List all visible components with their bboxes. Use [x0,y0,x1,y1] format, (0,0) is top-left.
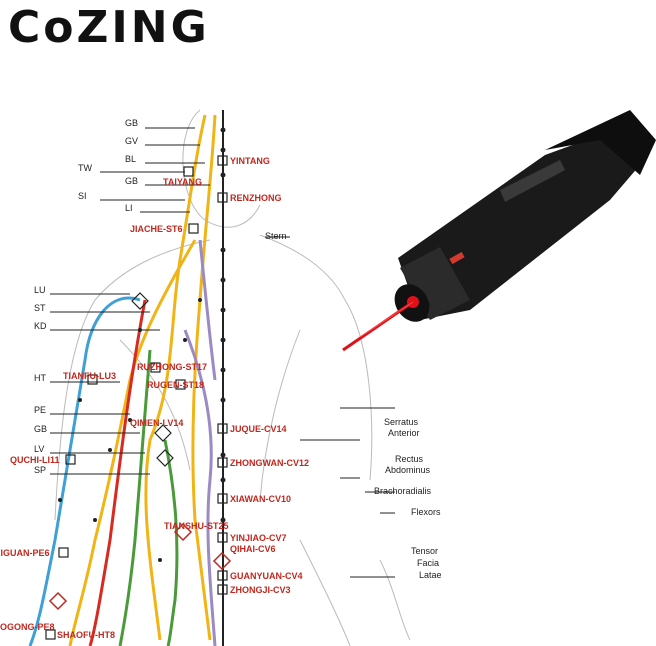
acupoint-label: ZHONGWAN-CV12 [230,458,310,468]
acupoint-label: LAOGONG-PE8 [0,622,55,632]
acupoint-label: JUQUE-CV14 [230,424,287,434]
meridian-label: GV [125,136,139,146]
acupoint-label: SHAOFU-HT8 [57,630,115,640]
meridian-label: GB [34,424,48,434]
meridian-label: GB [125,118,139,128]
acupoint-label: TAIYANG [163,177,203,187]
anatomy-label: Latae [419,570,442,580]
anatomy-label: Stern [265,231,287,241]
acupoint-label: QIMEN-LV14 [130,418,184,428]
acupoint-label: RENZHONG [230,193,282,203]
acupoint-label: XIAWAN-CV10 [230,494,292,504]
meridian-label: BL [125,154,137,164]
brand-logo: CoZING [8,2,210,53]
acupoint-label: TIANSHU-ST25 [164,521,229,531]
anatomy-label: Rectus [395,454,424,464]
meridian-label: ST [34,303,46,313]
acupoint-label: QIHAI-CV6 [230,544,276,554]
meridian-label: SP [34,465,47,475]
anatomy-label: Brachoradialis [374,486,432,496]
acupoint-label: NEIGUAN-PE6 [0,548,50,558]
meridian-label: GB [125,176,139,186]
meridian-label: LI [125,203,133,213]
acupoint-label: TIANFU-LU3 [63,371,116,381]
anatomy-label: Abdominus [385,465,431,475]
acupoint-label: YINTANG [230,156,270,166]
acupoint-label: YINJIAO-CV7 [230,533,287,543]
acupoint-label: RUGEN-ST18 [147,380,205,390]
anatomy-label: Anterior [388,428,420,438]
acupoint-label: QUCHI-LI11 [10,455,60,465]
anatomy-label: Serratus [384,417,419,427]
meridian-label: LU [34,285,46,295]
anatomy-label: Tensor [411,546,439,556]
meridian-label: PE [34,405,47,415]
acupoint-label: RUZHONG-ST17 [137,362,208,372]
meridian-label: TW [78,163,92,173]
acupoint-label: JIACHE-ST6 [130,224,183,234]
meridian-label: KD [34,321,47,331]
acupoint-label: GUANYUAN-CV4 [230,571,303,581]
anatomy-label: Facia [417,558,440,568]
laser-pointer-image [342,110,656,352]
anatomy-label: Flexors [411,507,441,517]
meridian-label: LV [34,444,45,454]
meridian-label: SI [78,191,87,201]
meridian-label: HT [34,373,46,383]
acupoint-label: ZHONGJI-CV3 [230,585,291,595]
